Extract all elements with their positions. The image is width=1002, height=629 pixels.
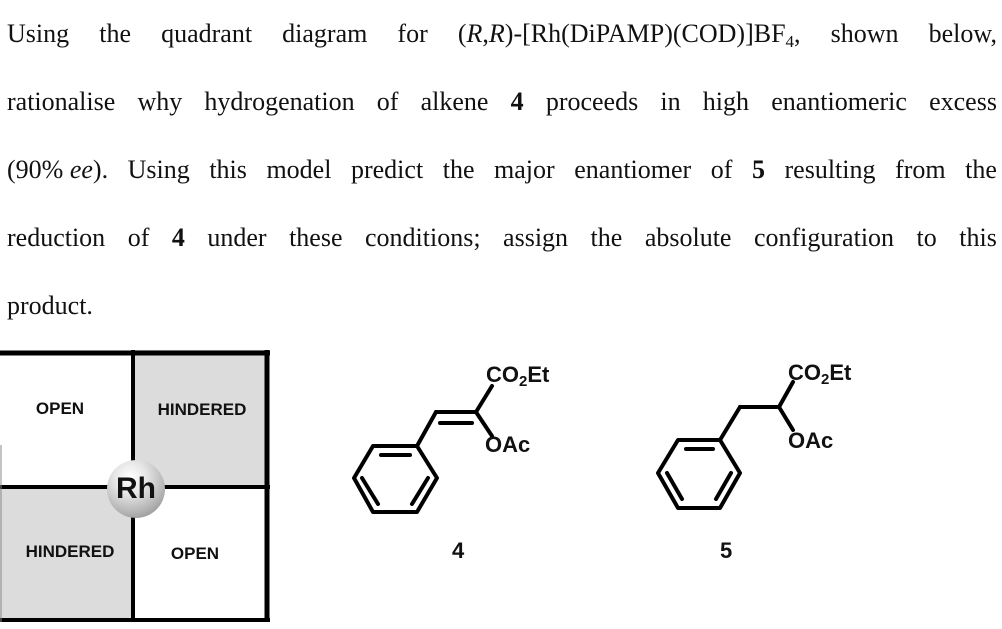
word: predict: [350, 155, 424, 184]
word: quadrant: [161, 19, 253, 48]
word: configuration: [753, 223, 895, 252]
word: the: [442, 155, 475, 184]
question-line-3: (90% ee). Using this model predict the m…: [7, 136, 997, 204]
word: this: [209, 155, 247, 184]
word: this: [959, 223, 997, 252]
word: the: [99, 19, 131, 48]
word: enantiomeric: [771, 87, 907, 116]
word: under: [207, 223, 267, 252]
word: Using: [7, 19, 70, 48]
quadrant-diagram: OPEN HINDERED HINDERED OPEN: [0, 350, 271, 622]
word: the: [590, 223, 623, 252]
word: major: [494, 155, 555, 184]
quadrant-top-right-bg: [133, 350, 268, 487]
compound-ref: 4: [171, 223, 185, 252]
quadrant-bottom-left: HINDERED: [25, 542, 115, 561]
word: enantiomer: [574, 155, 692, 184]
question-line-1: Using the quadrant diagram for (R,R)-[Rh…: [7, 0, 997, 68]
quadrant-grid: [0, 350, 270, 622]
rhodium-center-sphere: Rh: [107, 460, 165, 518]
question-text: Using the quadrant diagram for (R,R)-[Rh…: [7, 0, 997, 340]
word: these: [289, 223, 343, 252]
word: assign: [503, 223, 569, 252]
word: rationalise: [7, 87, 116, 116]
word: the: [965, 155, 997, 184]
word: diagram: [282, 19, 368, 48]
quadrant-bottom-left-bg: [0, 487, 133, 622]
compound-5-bonds: [656, 380, 795, 510]
word: proceeds: [545, 87, 639, 116]
compound-4-structure: CO2Et OAc: [330, 350, 580, 580]
ee-value: (90% ee).: [7, 155, 109, 184]
question-line-2: rationalise why hydrogenation of alkene …: [7, 68, 997, 136]
compound-ref: 4: [510, 87, 524, 116]
word: shown: [830, 19, 899, 48]
word: to: [916, 223, 937, 252]
word: excess: [929, 87, 997, 116]
question-line-4: reduction of 4 under these conditions; a…: [7, 204, 997, 272]
quadrant-top-right: HINDERED: [157, 400, 247, 419]
quadrant-bottom-right: OPEN: [170, 544, 220, 563]
quadrant-top-left-bg: [0, 350, 133, 487]
word: resulting: [784, 155, 876, 184]
word: alkene: [420, 87, 489, 116]
compound-ref: 5: [751, 155, 765, 184]
word: reduction: [7, 223, 106, 252]
compound-4-ester-label: CO2Et: [486, 362, 550, 390]
word: Using: [127, 155, 190, 184]
word: high: [702, 87, 750, 116]
catalyst-formula: (R,R)-[Rh(DiPAMP)(COD)]BF4,: [457, 19, 801, 51]
word: hydrogenation: [204, 87, 355, 116]
compound-5-ester-label: CO2Et: [788, 360, 852, 388]
word: model: [266, 155, 332, 184]
compound-5-structure: CO2Et OAc: [630, 350, 900, 580]
compound-4-number: 4: [452, 538, 465, 563]
compound-5-number: 5: [720, 538, 733, 563]
word: of: [376, 87, 399, 116]
question-line-5: product.: [7, 272, 997, 340]
word: below,: [928, 19, 997, 48]
word: conditions;: [364, 223, 481, 252]
quadrant-top-left: OPEN: [35, 399, 85, 418]
word: from: [895, 155, 946, 184]
word: in: [660, 87, 681, 116]
compound-4-oac-label: OAc: [485, 432, 531, 457]
word: of: [127, 223, 150, 252]
word: product.: [7, 291, 93, 320]
compound-4-bonds: [352, 384, 494, 514]
word: of: [710, 155, 733, 184]
word: for: [397, 19, 428, 48]
word: why: [137, 87, 183, 116]
compound-5-oac-label: OAc: [788, 428, 834, 453]
word: absolute: [644, 223, 732, 252]
